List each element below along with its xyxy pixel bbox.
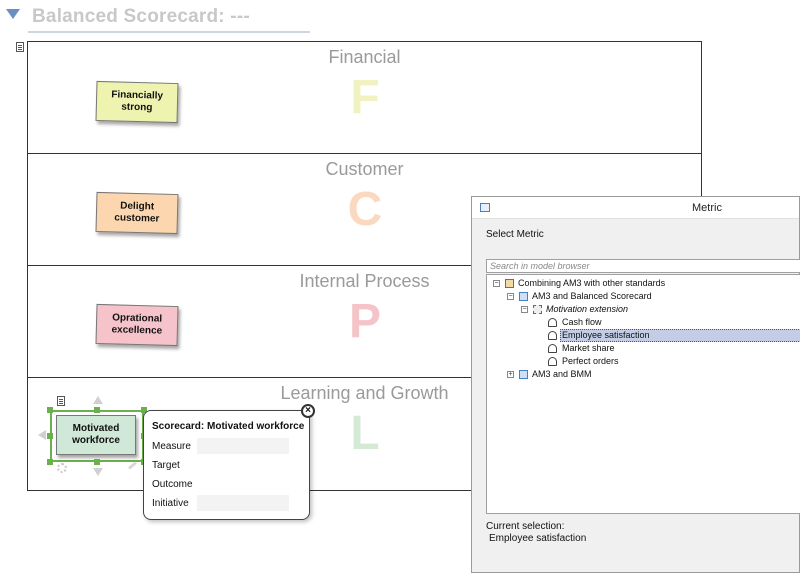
section-letter: F <box>350 71 380 124</box>
gauge-icon <box>548 331 557 340</box>
package-icon <box>519 370 528 379</box>
sticky-note[interactable]: Delight customer <box>95 191 179 235</box>
sticky-note[interactable]: Oprational excellence <box>95 303 179 347</box>
dialog-title: Metric <box>692 202 722 214</box>
gauge-icon <box>548 357 557 366</box>
scorecard-popup: Scorecard: Motivated workforce Measure T… <box>143 410 310 520</box>
diagram-header: Balanced Scorecard: --- <box>0 0 800 36</box>
expand-icon[interactable]: + <box>507 371 514 378</box>
diagram-title: Balanced Scorecard: --- <box>32 6 250 27</box>
section-title: Learning and Growth <box>280 383 449 403</box>
tree-item[interactable]: AM3 and Balanced Scorecard <box>532 291 652 301</box>
tree-item-selected[interactable]: Employee satisfaction <box>562 330 650 340</box>
tree-item[interactable]: Combining AM3 with other standards <box>518 278 666 288</box>
section-financial[interactable]: Financial F Financially strong <box>27 41 702 154</box>
initiative-field[interactable] <box>197 495 289 511</box>
settings-gear-icon[interactable] <box>57 463 67 473</box>
tree-item[interactable]: Cash flow <box>562 317 602 327</box>
resize-handle[interactable] <box>47 459 53 465</box>
package-icon <box>505 279 514 288</box>
tree-selection-highlight <box>560 329 800 342</box>
section-letter: C <box>347 183 383 236</box>
resize-handle[interactable] <box>94 407 100 413</box>
measure-label: Measure <box>152 441 191 452</box>
tree-item[interactable]: AM3 and BMM <box>532 369 592 379</box>
target-label: Target <box>152 460 180 471</box>
section-letter: P <box>348 295 381 348</box>
connector-down-icon[interactable] <box>93 468 103 476</box>
tree-item[interactable]: Perfect orders <box>562 356 619 366</box>
initiative-label: Initiative <box>152 498 189 509</box>
section-title: Customer <box>325 159 404 179</box>
motivation-icon <box>533 305 542 314</box>
select-metric-label: Select Metric <box>486 229 544 240</box>
current-selection-label: Current selection: <box>486 521 565 532</box>
collapse-icon[interactable]: − <box>493 280 500 287</box>
metric-dialog: Metric Select Metric Search in model bro… <box>471 196 800 573</box>
tree-item[interactable]: Motivation extension <box>546 304 629 314</box>
resize-handle[interactable] <box>47 433 53 439</box>
dialog-titlebar[interactable]: Metric <box>472 197 799 219</box>
window-icon <box>480 203 490 212</box>
current-selection-value: Employee satisfaction <box>489 533 587 544</box>
sticky-note-selected[interactable]: Motivated workforce <box>56 415 136 455</box>
section-letter: L <box>350 407 380 460</box>
section-title: Internal Process <box>299 271 430 291</box>
document-icon[interactable] <box>16 42 24 52</box>
gauge-icon <box>548 344 557 353</box>
model-browser-search-input[interactable]: Search in model browser <box>486 259 800 273</box>
gauge-icon <box>548 318 557 327</box>
package-icon <box>519 292 528 301</box>
popup-title: Scorecard: Motivated workforce <box>152 421 305 432</box>
resize-handle[interactable] <box>141 407 147 413</box>
collapse-triangle-icon[interactable] <box>6 9 20 19</box>
title-underline <box>28 31 310 33</box>
sticky-note[interactable]: Financially strong <box>95 80 179 124</box>
model-tree[interactable]: − Combining AM3 with other standards − A… <box>486 274 800 514</box>
collapse-icon[interactable]: − <box>507 293 514 300</box>
connector-left-icon[interactable] <box>38 430 46 440</box>
resize-handle[interactable] <box>47 407 53 413</box>
tree-item[interactable]: Market share <box>562 343 615 353</box>
collapse-icon[interactable]: − <box>521 306 528 313</box>
connector-up-icon[interactable] <box>93 396 103 404</box>
measure-field[interactable] <box>197 438 289 454</box>
resize-handle[interactable] <box>94 459 100 465</box>
document-icon[interactable] <box>57 396 65 406</box>
section-title: Financial <box>328 47 401 67</box>
close-icon[interactable]: × <box>301 404 315 418</box>
outcome-label: Outcome <box>152 479 193 490</box>
